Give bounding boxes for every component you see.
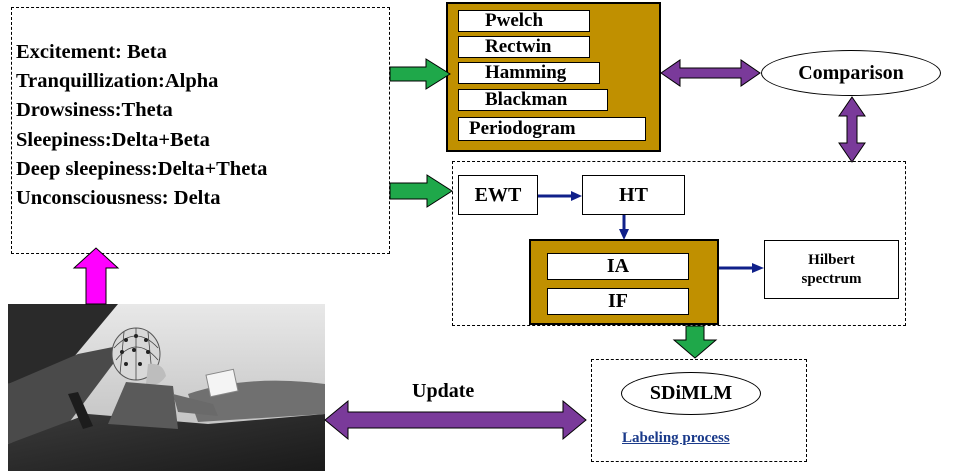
sdimlm-node: SDiMLM (621, 372, 761, 415)
green-arrow-to-ewt (389, 174, 453, 208)
navy-arrow-ewt-ht (571, 191, 582, 201)
driver-eeg-photo-art (8, 304, 325, 471)
states-box (11, 7, 390, 254)
states-list: Excitement: Beta Tranquillization:Alpha … (16, 38, 267, 213)
method-periodogram: Periodogram (458, 117, 646, 141)
green-arrow-to-sdimlm (672, 325, 718, 359)
state-deep-sleepiness: Deep sleepiness:Delta+Theta (16, 157, 268, 180)
ht-node: HT (582, 175, 685, 215)
purple-arrow-comparison-ewt (838, 96, 866, 163)
navy-arrow-to-hilbert (752, 263, 764, 273)
state-unconsciousness: Unconsciousness: Delta (16, 187, 221, 210)
navy-arrow-ht-iaif (619, 229, 629, 240)
ia-node: IA (547, 253, 689, 280)
state-tranquillization: Tranquillization:Alpha (16, 70, 219, 93)
sdimlm-box (591, 359, 807, 462)
state-excitement: Excitement: Beta (16, 41, 167, 63)
method-rectwin: Rectwin (458, 36, 590, 58)
ewt-node: EWT (458, 175, 538, 215)
method-pwelch: Pwelch (458, 10, 590, 32)
state-sleepiness: Sleepiness:Delta+Beta (16, 128, 210, 151)
labeling-process-label: Labeling process (622, 430, 730, 446)
state-drowsiness: Drowsiness:Theta (16, 99, 173, 122)
method-hamming: Hamming (458, 62, 600, 84)
method-blackman: Blackman (458, 89, 608, 111)
green-arrow-to-methods (389, 58, 451, 90)
purple-arrow-update (324, 399, 587, 441)
hilbert-spectrum-label: Hilbert spectrum (801, 251, 862, 287)
update-label: Update (412, 380, 475, 402)
magenta-arrow-to-states (72, 247, 120, 305)
if-node: IF (547, 288, 689, 315)
comparison-node: Comparison (761, 50, 941, 96)
purple-arrow-methods-comparison (660, 59, 761, 87)
ewt-pipeline-box (452, 161, 906, 326)
hilbert-spectrum-node: Hilbert spectrum (764, 240, 899, 299)
driver-eeg-photo (8, 304, 325, 471)
